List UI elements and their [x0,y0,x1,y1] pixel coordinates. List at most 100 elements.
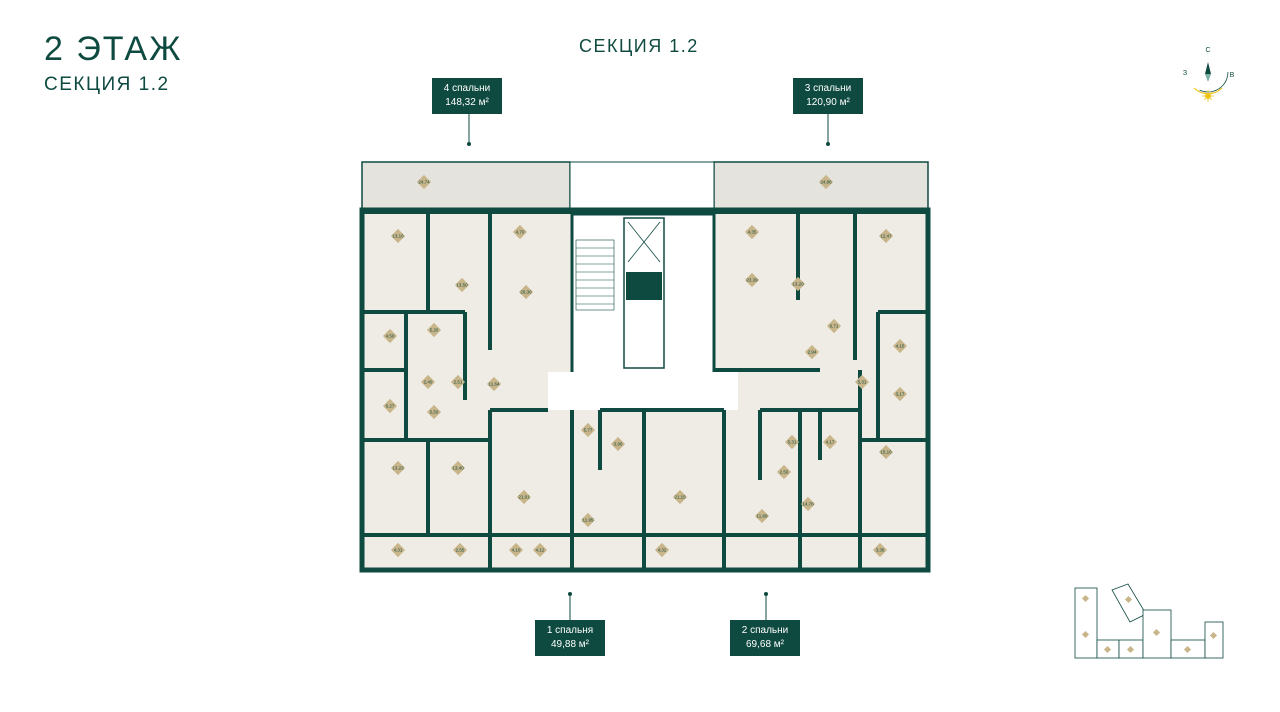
room-area-label: 21,01 [518,495,530,500]
room-area-label: 2,40 [424,380,433,385]
room-area-label: 4,10 [512,548,521,553]
room-area-marker [892,386,908,402]
room-area-marker [790,276,806,292]
room-area-label: 11,69 [757,514,768,519]
room-area-marker [382,328,398,344]
room-area-marker [512,224,528,240]
elevator-block [626,272,662,300]
room-area-label: 4,50 [386,334,395,339]
room-area-label: 20,36 [520,290,532,295]
room-area-marker [416,174,432,190]
room-area-marker [878,228,894,244]
room-area-marker [580,422,596,438]
building-plan [359,161,931,573]
room-area-marker [420,374,436,390]
room-area-marker [800,496,816,512]
room-area-label: 5,20 [430,328,439,333]
apartment-area: 120,90 м² [806,97,850,108]
room-area-label: 24,86 [820,180,832,185]
room-area-marker [390,460,406,476]
section-subtitle: СЕКЦИЯ 1.2 [44,74,170,95]
room-area-marker [744,224,760,240]
apartment-tag-3br[interactable]: 3 спальни 120,90 м² [793,78,863,114]
room-area-label: 5,31 [858,380,867,385]
apartment-tag-4br[interactable]: 4 спальни 148,32 м² [432,78,502,114]
room-area-marker [454,277,470,293]
room-area-label: 3,17 [896,392,905,397]
room-area-label: 15,16 [880,450,892,455]
stairs [575,239,615,311]
room-area-label: 13,40 [452,466,464,471]
room-area-marker [784,434,800,450]
room-area-marker [390,228,406,244]
apartment-name: 3 спальни [804,83,852,94]
compass: С З В [1183,47,1235,102]
room-area-label: 13,23 [392,466,404,471]
room-area-marker [854,374,870,390]
room-area-label: 2,51 [454,380,463,385]
room-area-marker [426,404,442,420]
apartment-name: 2 спальни [741,625,789,636]
room-area-label: 5,31 [788,440,797,445]
room-area-label: 4,15 [896,344,905,349]
room-area-marker [892,338,908,354]
room-area-marker [818,174,834,190]
apartment-name: 1 спальня [546,625,594,636]
apartment-name: 4 спальни [443,83,491,94]
room-area-marker [872,542,888,558]
room-area-marker [508,542,524,558]
room-area-label: 13,16 [392,234,404,239]
room-area-label: 14,76 [802,502,814,507]
room-area-label: 2,55 [456,548,465,553]
room-area-marker [804,344,820,360]
compass-needle-icon [1205,62,1211,74]
room-area-label: 4,31 [394,548,403,553]
room-area-marker [450,460,466,476]
room-area-label: 11,64 [489,382,500,387]
compass-west-label: З [1183,70,1187,77]
compass-east-label: В [1230,72,1235,79]
room-area-label: 11,95 [583,518,594,523]
room-area-marker [878,444,894,460]
balcony-right [713,161,929,211]
room-area-label: 2,56 [780,470,789,475]
apartment-area: 49,88 м² [550,639,589,650]
room-area-label: 6,71 [830,324,839,329]
room-area-marker [426,322,442,338]
apartment-area: 148,32 м² [445,97,489,108]
room-area-marker [532,542,548,558]
room-area-label: 12,47 [880,234,892,239]
room-area-label: 3,36 [876,548,885,553]
balcony-left [361,161,571,211]
room-area-label: 24,74 [418,180,430,185]
room-area-marker [516,489,532,505]
corridor [548,372,738,410]
floor-title: 2 ЭТАЖ [44,30,183,68]
apartment-tag-1br[interactable]: 1 спальня 49,88 м² [535,620,605,656]
key-plan [1074,583,1224,659]
room-area-label: 13,50 [456,283,468,288]
room-area-marker [452,542,468,558]
room-area-marker [382,398,398,414]
room-area-label: 5,50 [430,410,439,415]
room-area-marker [654,542,670,558]
room-area-label: 21,15 [674,495,686,500]
room-area-label: 23,39 [746,278,758,283]
room-area-label: 4,17 [826,440,835,445]
room-area-label: 2,94 [808,350,817,355]
apartment-tag-2br[interactable]: 2 спальни 69,68 м² [730,620,800,656]
room-area-marker [754,508,770,524]
room-area-marker [672,489,688,505]
section-center-title: СЕКЦИЯ 1.2 [579,36,699,56]
room-area-marker [822,434,838,450]
room-area-marker [390,542,406,558]
compass-north-label: С [1205,47,1210,54]
elevator-shaft [623,217,665,369]
room-area-label: 4,70 [516,230,525,235]
room-area-marker [518,284,534,300]
room-area-label: 13,20 [792,282,804,287]
room-area-marker [450,374,466,390]
room-area-marker [776,464,792,480]
